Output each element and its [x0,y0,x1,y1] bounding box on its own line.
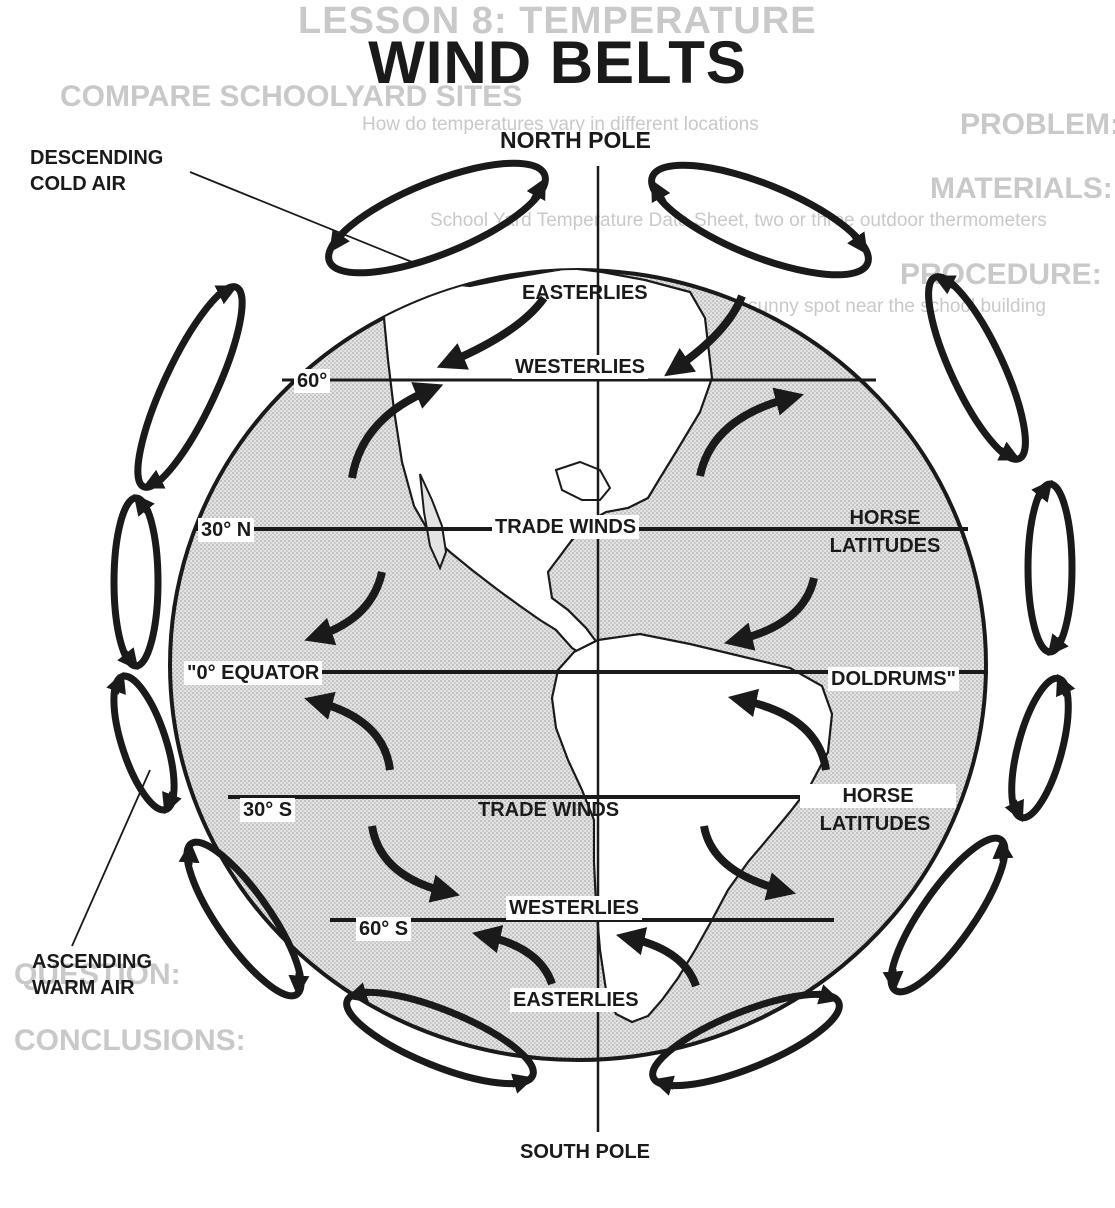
cell-south-right [649,984,843,1096]
westerlies-south-label: WESTERLIES [506,896,643,920]
cell-north-left [325,159,549,277]
horse-latitudes-south-line1: HORSE [800,784,956,808]
easterlies-south-arrow-right [615,927,700,988]
ghost-line: MATERIALS: [930,172,1113,205]
page-title: WIND BELTS [368,29,747,96]
ascending-label-line1: ASCENDING [32,951,153,973]
south-pole-label: SOUTH POLE [520,1141,651,1163]
cell-north-right [648,161,872,279]
easterlies-south-label: EASTERLIES [510,988,642,1012]
south-america [550,632,834,1024]
cell-mid-right [1024,479,1076,657]
cell-upper-right [925,273,1029,463]
horse-latitudes-north-line1: HORSE [849,507,921,529]
cell-lower-right [1004,673,1076,823]
easterlies-north-arrow-left [436,295,548,370]
equator-label: "0° EQUATOR [184,661,323,685]
ghost-line: School Yard Temperature Data Sheet, two … [430,210,1047,231]
easterlies-north-arrow-right [664,294,746,377]
ghost-line: QUESTION: [14,958,181,991]
latitude-30n-label: 30° N [198,518,255,542]
cell-lower-left [106,671,182,815]
westerlies-north-arrow-left [348,382,444,479]
surface-wind-arrows [304,294,830,988]
horse-latitudes-south-line2: LATITUDES [819,813,931,835]
westerlies-south-arrow-right [700,825,796,901]
westerlies-south-arrow-left [368,825,460,903]
westerlies-north-label: WESTERLIES [512,355,649,379]
trade-winds-south-label: TRADE WINDS [478,799,620,821]
ghost-line: PROBLEM: [960,108,1115,141]
cell-bottom-right [882,834,1014,996]
latitude-30s-label: 30° S [240,798,296,822]
trade-winds-north-arrow-left [304,571,386,646]
trade-winds-south-arrow-right [727,688,830,771]
ghost-line: LESSON 8: TEMPERATURE [298,0,817,42]
latitude-60n-label: 60° [294,369,331,393]
convection-cells [106,159,1076,1096]
north-pole-label: NORTH POLE [500,127,651,153]
ghost-line: How do temperatures vary in different lo… [362,114,759,135]
greenland [554,460,612,501]
cell-upper-left [134,283,246,491]
easterlies-north-label: EASTERLIES [522,282,648,304]
ascending-label-line2: WARM AIR [32,977,135,999]
latitude-60s-label: 60° S [356,917,412,941]
ghost-line: COMPARE SCHOOLYARD SITES [60,80,523,113]
cell-mid-left [110,493,162,671]
westerlies-north-arrow-right [696,387,804,477]
descending-label-line1: DESCENDING [30,147,164,169]
doldrums-label: DOLDRUMS" [828,667,960,691]
baja-peninsula [419,473,448,571]
trade-winds-south-arrow-left [304,691,394,771]
easterlies-south-arrow-left [471,925,556,986]
ghost-line: CONCLUSIONS: [14,1024,246,1057]
cell-south-left [343,982,537,1094]
trade-winds-north-arrow-right [724,577,818,651]
horse-latitudes-north-line2: LATITUDES [829,535,941,557]
ascending-pointer-line [71,769,151,947]
cell-bottom-left [178,838,310,1000]
descending-pointer-line [189,171,413,263]
descending-label-line2: COLD AIR [30,173,126,195]
trade-winds-north-label: TRADE WINDS [492,515,640,539]
